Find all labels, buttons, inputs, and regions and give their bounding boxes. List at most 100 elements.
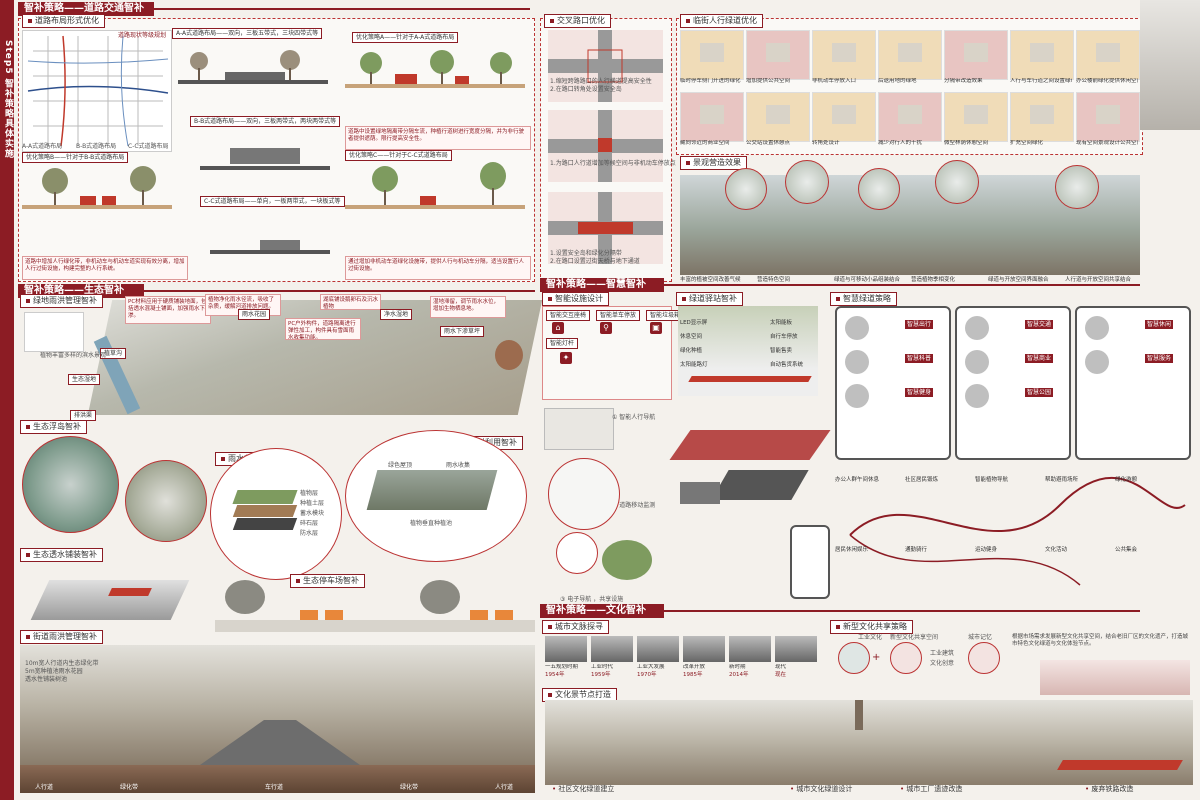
junction-note: 2.在路口设置过街天桥与地下通道 xyxy=(550,258,640,265)
ped-plan-tile xyxy=(680,30,744,80)
app-icon[interactable] xyxy=(965,316,989,340)
no-car-circle xyxy=(556,532,598,574)
ped-caption: 临时停车侧门开进的绿化 xyxy=(680,78,741,84)
sub-title-layout: 道路布局形式优化 xyxy=(22,14,105,28)
sub-title-greenway: 绿道驿站智补 xyxy=(676,292,743,306)
street-note: 5m宽种植池雨水花园 xyxy=(25,668,83,675)
junction-svg-2 xyxy=(548,110,663,182)
app-icon[interactable] xyxy=(965,384,989,408)
node-caption: 城市文化绿道设计 xyxy=(790,785,852,793)
ped-caption: 微型林荫休憩空间 xyxy=(944,140,989,146)
app-tag[interactable]: 智慧科普 xyxy=(905,354,934,363)
node-caption: 城市工厂遗迹改造 xyxy=(900,785,962,793)
sub-title-pave: 生态透水铺装智补 xyxy=(20,548,103,562)
timeline-photo xyxy=(683,636,725,662)
corner-sketch xyxy=(1140,0,1200,130)
share-circle xyxy=(890,642,922,674)
app-tag[interactable]: 智慧交通 xyxy=(1025,320,1054,329)
ped-grid: 临时停车侧门开进的绿化增加提供公共空间非机动车停放入口后退用地的绿地分隔带改造效… xyxy=(680,30,1140,150)
bicycle-icon: ⚲ xyxy=(600,322,612,334)
ped-plan-tile xyxy=(944,30,1008,80)
ped-caption: 现有空间景观设计公共空间 xyxy=(1076,140,1138,146)
app-icon[interactable] xyxy=(845,350,869,374)
station-label: 绿化种植 xyxy=(680,348,703,354)
effect-caption: 营造特色空间 xyxy=(757,277,791,283)
junction-plan-1 xyxy=(548,30,663,102)
app-icon[interactable] xyxy=(1085,316,1109,340)
sub-title-history: 城市文脉探寻 xyxy=(542,620,609,634)
map-caption-bb: B-B式道路布局 xyxy=(76,143,117,150)
ped-plan-tile xyxy=(746,30,810,80)
app-tag[interactable]: 智慧休闲 xyxy=(1145,320,1174,329)
eco-label: 雨水花园 xyxy=(238,309,271,320)
rain-layer-soil xyxy=(232,505,298,517)
flow-svg xyxy=(849,477,1186,586)
green-note: 湖底铺设鹅卵石及沉水植物 xyxy=(320,294,381,310)
tree-trunk xyxy=(370,72,372,84)
street-zone-label: 车行道 xyxy=(265,784,284,791)
effect-detail-circle xyxy=(785,160,829,204)
flow-label: 文化活动 xyxy=(1045,547,1068,553)
share-term: 新型文化共享空间 xyxy=(890,634,939,641)
app-tag[interactable]: 智慧出行 xyxy=(905,320,934,329)
tree-trunk xyxy=(492,188,494,205)
app-icon[interactable] xyxy=(965,350,989,374)
tree xyxy=(42,168,68,194)
app-icon[interactable] xyxy=(1085,350,1109,374)
rain-label: 蓄水模块 xyxy=(300,510,325,517)
sidebar: Step5 智补策略具体实施 xyxy=(0,0,14,800)
smartphone xyxy=(790,525,830,599)
culture-rail-path xyxy=(1057,760,1183,770)
street-zone-label: 绿化带 xyxy=(120,784,139,791)
ped-caption: 非机动车停放入口 xyxy=(812,78,857,84)
ped-plan-tile xyxy=(944,92,1008,142)
timeline-year: 2014年 xyxy=(729,672,749,678)
recycle-section xyxy=(366,470,498,510)
app-tag[interactable]: 智慧公园 xyxy=(1025,388,1054,397)
app-tag[interactable]: 智慧健身 xyxy=(905,388,934,397)
opt-c-note: 通过增加非机动车道绿化设施带，提供人行与机动车分隔，适当设置行人过街设施。 xyxy=(345,256,531,280)
timeline-year: 1959年 xyxy=(591,672,611,678)
app-tag[interactable]: 智慧服务 xyxy=(1145,354,1174,363)
app-tag[interactable]: 智慧商业 xyxy=(1025,354,1054,363)
sub-title-facility: 智能设施设计 xyxy=(542,292,609,306)
section-title-traffic: 智补策略——道路交通智补 xyxy=(18,2,154,16)
timeline-year: 现在 xyxy=(775,672,787,678)
app-icon[interactable] xyxy=(845,384,869,408)
tree-trunk xyxy=(500,72,502,84)
effect-caption: 人行道与开放空间共享结合 xyxy=(1065,277,1132,283)
sub-title-effect: 景观营造效果 xyxy=(680,156,747,170)
ped-plan-tile xyxy=(878,30,942,80)
app-icon[interactable] xyxy=(845,316,869,340)
bb-road xyxy=(200,166,330,170)
station-labels: LED显示屏太阳能板休息空间自行车停放绿化种植智能售卖太阳能路灯自动售货系统 xyxy=(680,320,820,390)
share-circle xyxy=(968,642,1000,674)
ped-plan-tile xyxy=(1010,92,1074,142)
opt-c-title: 优化策略C——针对于C-C式道路布局 xyxy=(345,150,452,161)
street-soil-section xyxy=(20,765,535,793)
sub-title-strategy: 智慧绿道策略 xyxy=(830,292,897,306)
aa-layout-title: A-A式道路布局——双向，三板五带式，三块四带式等 xyxy=(172,28,323,39)
timeline-label: 工业大发展 xyxy=(637,664,665,670)
parking-car xyxy=(470,610,488,620)
phone-scan-circle xyxy=(548,458,620,530)
ped-building-block xyxy=(1095,43,1121,63)
ped-caption: 减少对行人的干扰 xyxy=(878,140,923,146)
tree-trunk xyxy=(54,192,56,205)
sidebar-title: Step5 智补策略具体实施 xyxy=(1,40,13,159)
tree-trunk xyxy=(198,68,200,80)
station-label: 自动售货系统 xyxy=(770,362,804,368)
opt-a-note: 道路中设置绿地隔离带分隔车流，种植行道树进行宽度分隔，并为非行驶者提供遮荫。限行… xyxy=(345,126,531,150)
timeline-year: 1985年 xyxy=(683,672,703,678)
ped-caption: 转角处设计 xyxy=(812,140,840,146)
street-zone-label: 人行道 xyxy=(35,784,54,791)
smart-crosswalk xyxy=(669,430,831,460)
smart-point: ③ 电子导航 ，共享设施 xyxy=(560,596,624,603)
ped-caption: 增加提供公共空间 xyxy=(746,78,791,84)
timeline-photo xyxy=(591,636,633,662)
ped-caption: 办公楼前绿化提供休闲空间 xyxy=(1076,78,1138,84)
rain-label: 植物层 xyxy=(300,490,319,497)
green-note: PC材料应用于硬质铺装地面，包括透水混凝土铺面，加强雨水下渗。 xyxy=(125,296,211,324)
tree xyxy=(480,162,506,190)
junction-svg-3 xyxy=(548,192,663,264)
